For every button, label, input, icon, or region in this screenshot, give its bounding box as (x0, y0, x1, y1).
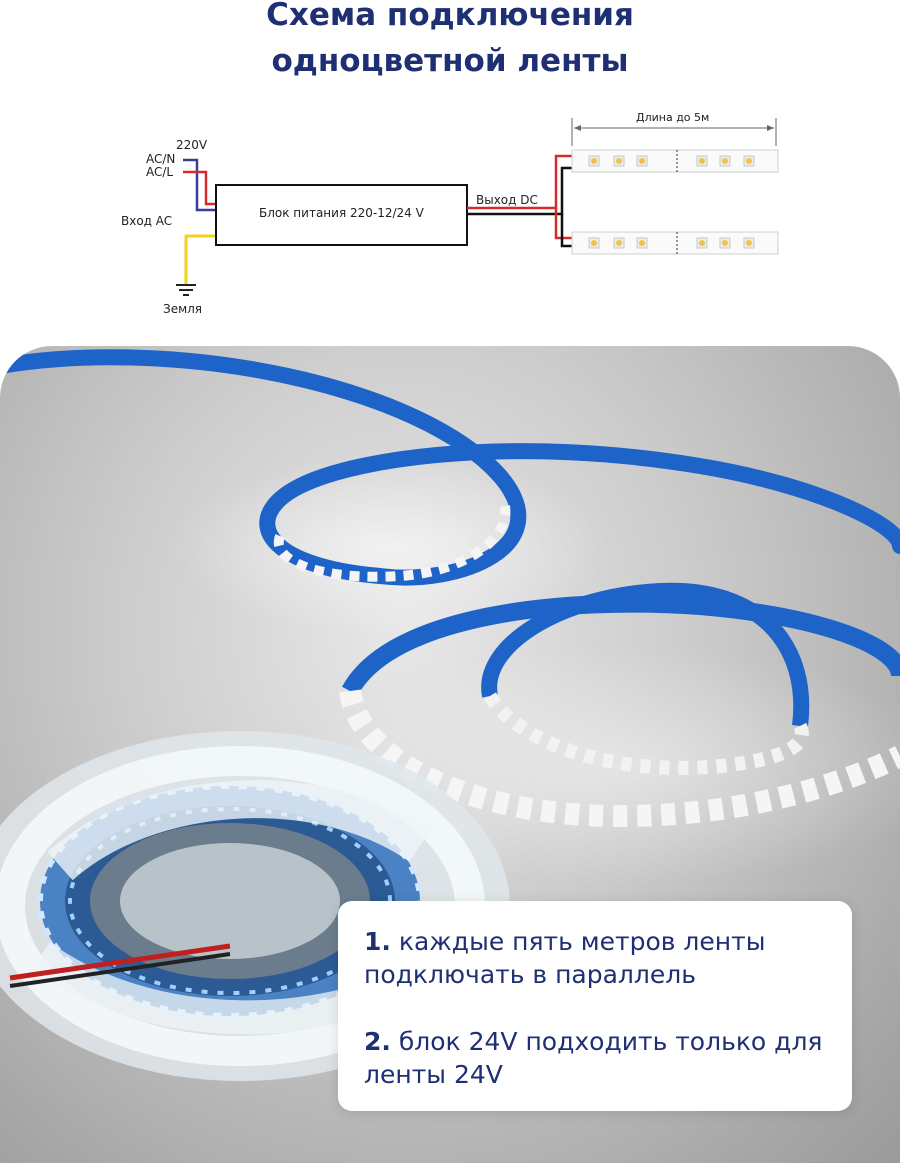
led-strip-2 (571, 231, 779, 255)
dc-output-label: Выход DC (476, 193, 538, 207)
ac-n-label: AC/N (146, 152, 176, 166)
note-item-2: 2. блок 24V подходить только для ленты 2… (364, 1025, 834, 1091)
led-strip-1 (571, 149, 779, 173)
ground-wire (184, 234, 216, 284)
note-item-2-number: 2. (364, 1027, 391, 1056)
length-dimension (571, 118, 777, 146)
note-item-1-text: каждые пять метров ленты подключать в па… (364, 927, 766, 989)
ac-input-label: Вход AC (121, 214, 173, 228)
ground-label: Земля (163, 302, 203, 316)
note-item-1-number: 1. (364, 927, 391, 956)
strip-loop-middle (342, 594, 900, 696)
length-label: Длина до 5м (636, 111, 710, 124)
dc-minus-to-strip2 (560, 214, 572, 248)
dc-plus-to-strip2 (554, 208, 572, 240)
note-item-2-text: блок 24V подходить только для ленты 24V (364, 1027, 823, 1089)
title-line-2: одноцветной ленты (271, 43, 629, 79)
dc-plus-to-strip1 (546, 154, 572, 210)
strip-loop-upper (273, 505, 511, 582)
note-item-1: 1. каждые пять метров ленты подключать в… (364, 925, 834, 991)
voltage-label: 220V (176, 138, 208, 152)
power-supply-box (215, 184, 468, 246)
wiring-diagram: 220V AC/N AC/L Вход AC Земля Блок питани… (0, 80, 900, 330)
strip-loop-inner (481, 582, 810, 727)
psu-label: Блок питания 220-12/24 V (259, 206, 424, 220)
ac-l-label: AC/L (146, 165, 174, 179)
notes-card: 1. каждые пять метров ленты подключать в… (338, 901, 852, 1111)
page-title: Схема подключения одноцветной ленты (0, 0, 900, 84)
neutral-wire (183, 158, 216, 212)
wiring-diagram-graphic (176, 118, 779, 296)
strip-loop-inner-leds (484, 692, 809, 775)
strip-loop-front (339, 688, 900, 828)
title-line-1: Схема подключения (266, 0, 634, 33)
dc-minus-to-strip1 (546, 166, 572, 216)
ground-symbol (176, 284, 196, 296)
live-wire (183, 170, 216, 206)
